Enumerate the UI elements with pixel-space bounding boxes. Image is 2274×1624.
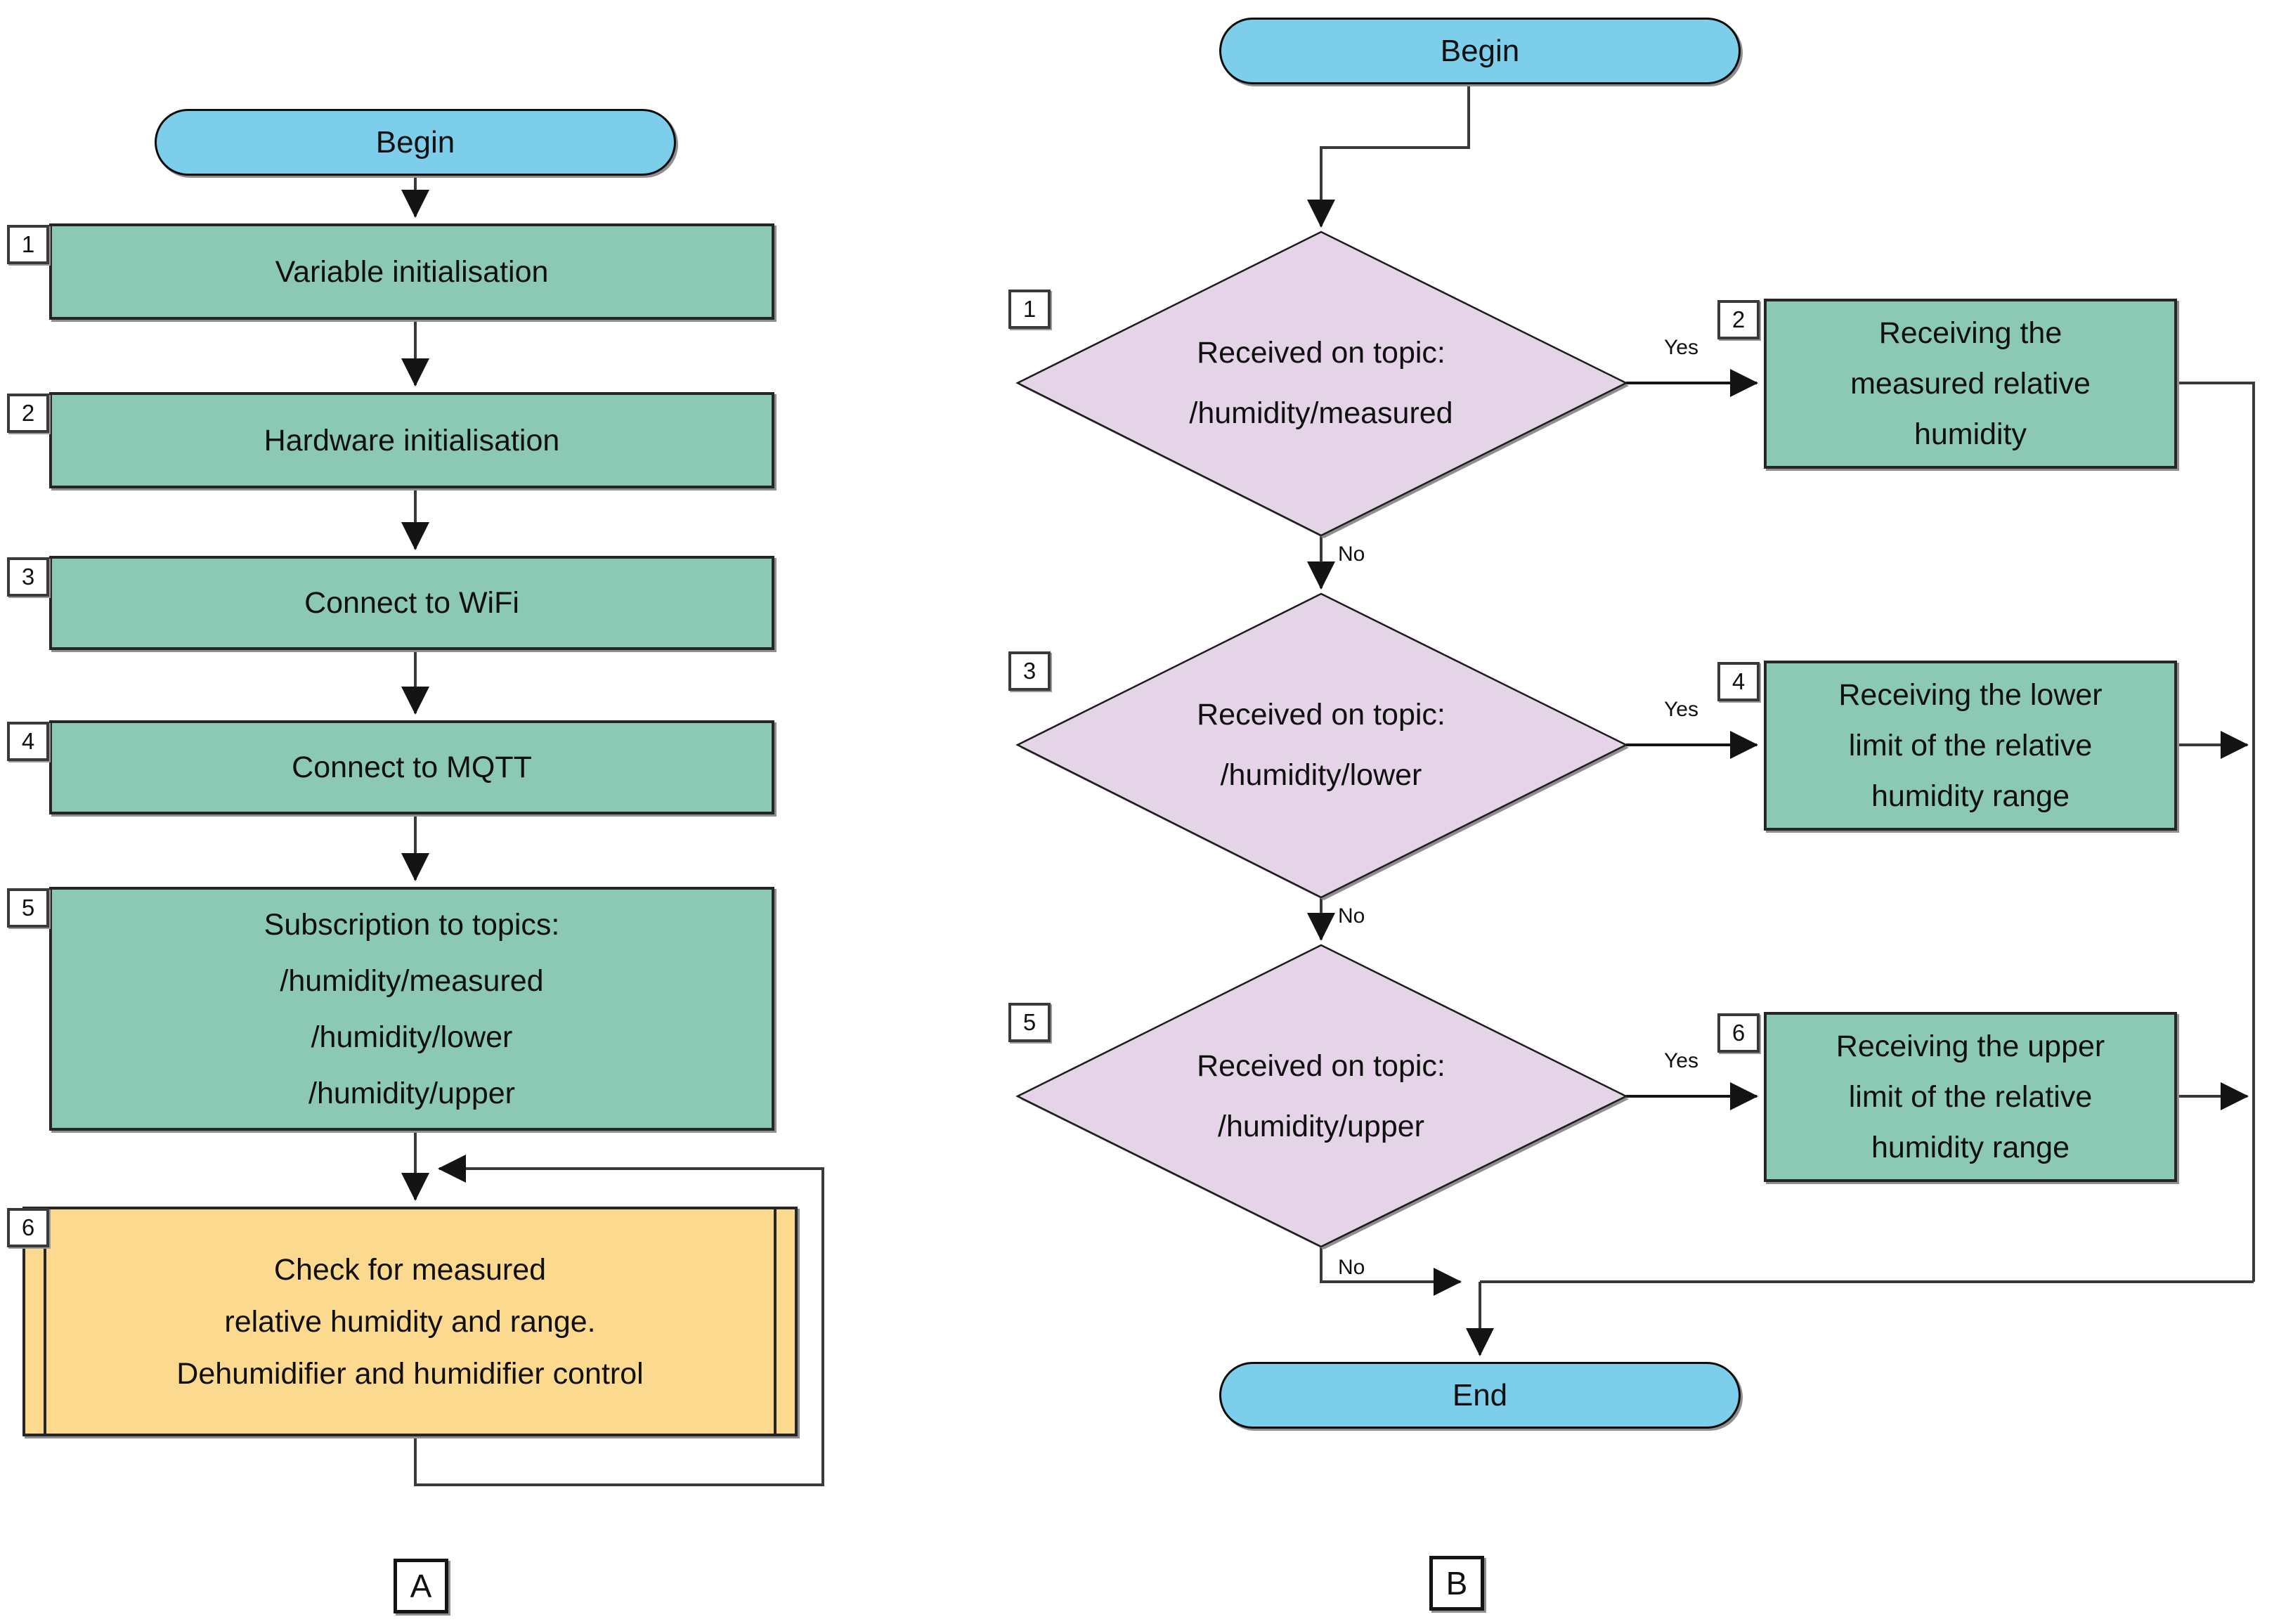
process-step-3-label: Connect to WiFi <box>304 586 519 620</box>
arrow-begin-b-to-decision1 <box>1307 84 1470 228</box>
figure-label-a: A <box>394 1559 448 1613</box>
step-1-number: 1 <box>21 231 35 257</box>
predefined-right-bar <box>774 1209 777 1434</box>
step-2-number-badge: 2 <box>7 394 49 433</box>
action-step-2-line-3: humidity <box>1914 417 2027 451</box>
decision-5-no-label: No <box>1338 1256 1365 1279</box>
decision-5-number-badge: 5 <box>1008 1003 1051 1042</box>
decision-3-line-2: /humidity/lower <box>1220 758 1422 792</box>
rail-action2-output <box>2177 382 2255 1282</box>
decision-5-diamond <box>1015 944 1628 1248</box>
process-step-4-label: Connect to MQTT <box>292 751 532 784</box>
process-step-5-line-1: Subscription to topics: <box>264 907 560 942</box>
decision-1-text: Received on topic: /humidity/measured <box>1068 306 1574 460</box>
decision-3-text: Received on topic: /humidity/lower <box>1068 668 1574 822</box>
process-step-1-label: Variable initialisation <box>275 254 549 289</box>
step-2-number: 2 <box>21 400 35 426</box>
decision-1-line-1: Received on topic: <box>1197 336 1445 370</box>
terminator-begin-a: Begin <box>155 109 676 176</box>
predefined-left-bar <box>44 1209 46 1434</box>
terminator-end-b: End <box>1219 1362 1741 1429</box>
decision-3-number-badge: 3 <box>1008 651 1051 691</box>
process-step-5: Subscription to topics: /humidity/measur… <box>49 887 774 1131</box>
figure-label-b: B <box>1429 1556 1484 1611</box>
decision-1-yes-label: Yes <box>1664 336 1698 359</box>
arrow-no-decision5-to-merge <box>1320 1247 1462 1296</box>
decision-3-no-label: No <box>1338 904 1365 928</box>
action-2-number-badge: 2 <box>1717 300 1760 339</box>
action-step-4-line-2: limit of the relative <box>1848 729 2093 762</box>
decision-1-number: 1 <box>1022 296 1037 322</box>
decision-5-line-1: Received on topic: <box>1197 1049 1445 1083</box>
action-4-number-badge: 4 <box>1717 662 1760 701</box>
predefined-step-6-line-3: Dehumidifier and humidifier control <box>176 1356 644 1391</box>
step-5-number: 5 <box>21 895 35 921</box>
action-step-2-line-2: measured relative <box>1850 367 2091 401</box>
process-step-5-line-2: /humidity/measured <box>280 963 544 998</box>
predefined-step-6-line-2: relative humidity and range. <box>224 1304 596 1339</box>
step-6-number: 6 <box>21 1214 35 1240</box>
process-step-2: Hardware initialisation <box>49 392 774 488</box>
action-6-number: 6 <box>1732 1020 1746 1046</box>
action-4-number: 4 <box>1732 668 1746 694</box>
terminator-begin-b-label: Begin <box>1440 33 1520 68</box>
action-6-number-badge: 6 <box>1717 1013 1760 1053</box>
step-5-number-badge: 5 <box>7 888 49 928</box>
decision-3-number: 3 <box>1022 658 1037 684</box>
process-step-2-label: Hardware initialisation <box>264 423 560 457</box>
action-step-6-line-1: Receiving the upper <box>1836 1029 2105 1063</box>
step-6-number-badge: 6 <box>7 1208 49 1247</box>
process-step-4: Connect to MQTT <box>49 720 774 814</box>
step-4-number-badge: 4 <box>7 722 49 761</box>
action-step-2: Receiving the measured relative humidity <box>1764 299 2177 469</box>
step-3-number: 3 <box>21 564 35 590</box>
decision-5-line-2: /humidity/upper <box>1218 1110 1424 1143</box>
figure-label-a-text: A <box>410 1568 432 1604</box>
loop-step6-return <box>414 1155 824 1486</box>
figure-label-b-text: B <box>1445 1565 1468 1602</box>
action-step-4-line-1: Receiving the lower <box>1838 678 2103 712</box>
decision-1-line-2: /humidity/measured <box>1189 396 1453 430</box>
terminator-end-b-label: End <box>1452 1377 1508 1412</box>
decision-1-diamond <box>1015 230 1628 537</box>
action-step-4-line-3: humidity range <box>1871 779 2070 813</box>
process-step-5-line-3: /humidity/lower <box>311 1020 513 1054</box>
decision-5-text: Received on topic: /humidity/upper <box>1068 1019 1574 1174</box>
decision-3-yes-label: Yes <box>1664 698 1698 721</box>
decision-3-line-1: Received on topic: <box>1197 698 1445 732</box>
terminator-begin-a-label: Begin <box>375 124 455 160</box>
process-step-3: Connect to WiFi <box>49 556 774 650</box>
action-step-6: Receiving the upper limit of the relativ… <box>1764 1012 2177 1182</box>
step-3-number-badge: 3 <box>7 557 49 597</box>
terminator-begin-b: Begin <box>1219 18 1741 84</box>
decision-5-number: 5 <box>1022 1009 1037 1035</box>
predefined-step-6-line-1: Check for measured <box>273 1252 547 1287</box>
decision-3-diamond <box>1015 592 1628 899</box>
step-1-number-badge: 1 <box>7 225 49 264</box>
decision-1-no-label: No <box>1338 543 1365 566</box>
action-2-number: 2 <box>1732 306 1746 332</box>
decision-1-number-badge: 1 <box>1008 290 1051 329</box>
step-4-number: 4 <box>21 728 35 754</box>
decision-5-yes-label: Yes <box>1664 1049 1698 1072</box>
predefined-step-6: Check for measured relative humidity and… <box>22 1207 798 1436</box>
action-step-2-line-1: Receiving the <box>1878 316 2062 350</box>
process-step-1: Variable initialisation <box>49 223 774 320</box>
action-step-4: Receiving the lower limit of the relativ… <box>1764 661 2177 831</box>
action-step-6-line-2: limit of the relative <box>1848 1080 2093 1114</box>
process-step-5-line-4: /humidity/upper <box>308 1076 515 1110</box>
action-step-6-line-3: humidity range <box>1871 1131 2070 1164</box>
